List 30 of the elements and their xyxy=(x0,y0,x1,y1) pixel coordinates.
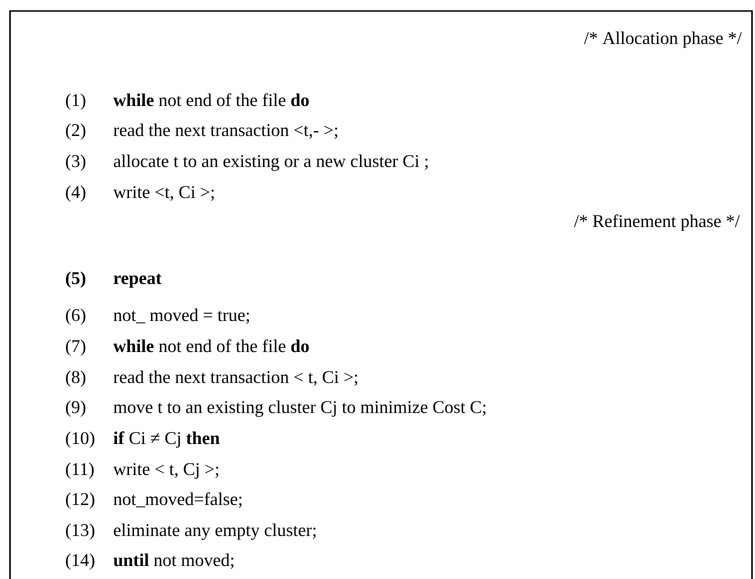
code-line: eliminate any empty cluster; xyxy=(114,524,316,540)
code-line: move t to an existing cluster Cj to minimize Cost C; xyxy=(114,400,486,417)
code-line: read the next transaction <t,- >; xyxy=(114,124,338,139)
line-number: (12) xyxy=(66,492,94,509)
code-line: if Ci ≠ Cj then xyxy=(114,431,220,448)
phase-comment: /* Allocation phase */ xyxy=(584,32,742,48)
line-number: (1) xyxy=(66,94,86,110)
code-line: not_moved=false; xyxy=(114,492,242,508)
code-line: repeat xyxy=(114,274,162,288)
line-number: (4) xyxy=(66,186,86,202)
code-line: read the next transaction < t, Ci >; xyxy=(114,370,358,386)
phase-comment: /* Refinement phase */ xyxy=(574,214,740,231)
line-number: (9) xyxy=(66,400,86,417)
code-line: write < t, Cj >; xyxy=(113,463,218,479)
line-number: (11) xyxy=(66,462,94,479)
line-number: (10) xyxy=(66,432,94,448)
code-line: write <t, Ci >; xyxy=(113,186,214,201)
line-number: (6) xyxy=(66,308,86,325)
code-line: allocate t to an existing or a new cluster Ci ; xyxy=(114,154,428,171)
code-line: while not end of the file do xyxy=(113,93,309,106)
line-number: (14) xyxy=(66,554,94,570)
line-number: (7) xyxy=(66,340,86,356)
line-number: (3) xyxy=(66,154,86,171)
line-number: (13) xyxy=(66,524,94,540)
code-line: not_ moved = true; xyxy=(114,308,249,324)
code-line: while not end of the file do xyxy=(113,339,309,352)
code-line: until not moved; xyxy=(113,554,234,569)
line-number: (8) xyxy=(66,370,86,387)
line-number: (2) xyxy=(66,124,86,140)
line-number: (5) xyxy=(66,272,86,288)
